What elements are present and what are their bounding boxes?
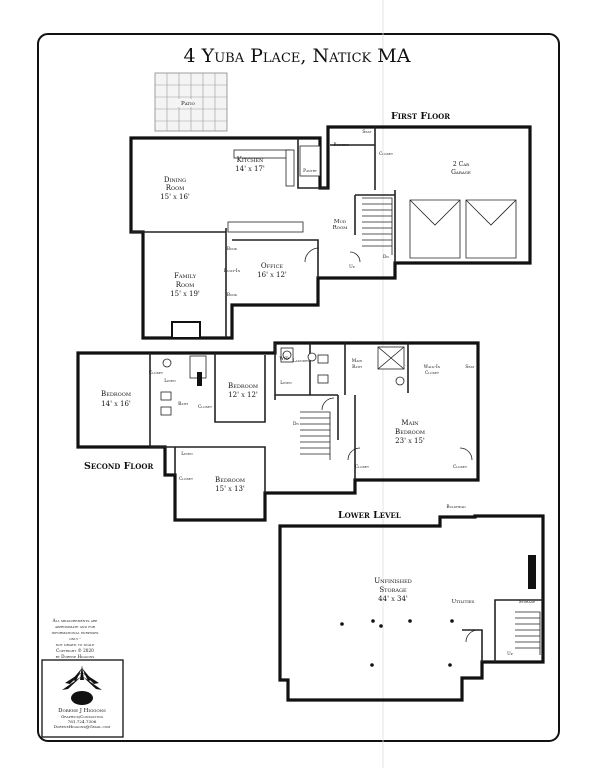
disclaimer-line-6: Copyright © 2020: [56, 648, 94, 653]
main-bath-label-2: Bath: [352, 365, 362, 370]
garage-label: 2 Car: [453, 161, 470, 168]
bulkhead-label: Bulkhead: [446, 505, 466, 510]
support-columns: [340, 619, 454, 667]
patio: Patio: [154, 72, 228, 132]
disclaimer-line-5: not drawn to scale: [56, 642, 95, 647]
walk-in-label-2: Closet: [425, 371, 439, 376]
disclaimer-line-3: informational purposes: [52, 630, 99, 635]
disclaimer-line-1: All measurements are: [52, 618, 98, 623]
up-label-lower: Up: [507, 652, 513, 657]
closet-label-b1: Closet: [149, 371, 163, 376]
wd-label: W/D: [279, 357, 289, 362]
book-label-1: Book: [227, 247, 238, 252]
bedroom3-label: Bedroom: [215, 476, 245, 484]
built-in-label: Built-In: [224, 269, 241, 274]
closet-label-mb1: Closet: [355, 465, 369, 470]
main-bedroom-label-2: Bedroom: [395, 428, 425, 436]
bedroom1-label: Bedroom: [101, 390, 131, 398]
designer-logo: Dorene J Higgons Graphics/Consulting 781…: [41, 659, 124, 738]
office-label: Office: [261, 262, 283, 270]
up-label-first: Up: [349, 265, 355, 270]
seat-label-second: Seat: [465, 365, 474, 370]
powder-label: Powder: [333, 143, 349, 148]
disclaimer-line-4: only -: [69, 636, 81, 641]
page-border: [37, 33, 560, 742]
closet-label-b3: Closet: [179, 477, 193, 482]
kitchen-label: Kitchen: [237, 156, 264, 164]
linen-label-2: Linen: [181, 452, 193, 457]
family-label-2: Room: [176, 281, 195, 289]
utilities-label: Utilities: [451, 599, 474, 605]
linen-label-3: Linen: [280, 381, 292, 386]
first-floor-label: First Floor: [391, 111, 450, 122]
dn-label-first: Dn: [383, 255, 389, 260]
linen-label-1: Linen: [164, 379, 176, 384]
bedroom3-size: 15' x 13': [215, 485, 245, 493]
logo-name: Dorene J Higgons: [58, 708, 106, 714]
bedroom2-size: 12' x 12': [228, 391, 258, 399]
kitchen-size: 14' x 17': [235, 165, 265, 173]
closet-label-mb2: Closet: [453, 465, 467, 470]
first-floor: First Floor Patio Kitchen 14' x 17' Dini…: [129, 72, 532, 340]
plan-title: 4 Yuba Place, Natick MA: [184, 45, 411, 67]
mud-room-label: Mud: [334, 219, 346, 225]
dining-label-2: Room: [166, 184, 185, 192]
main-bath-label: Main: [352, 359, 363, 364]
office-size: 16' x 12': [257, 271, 287, 279]
pineapple-icon: [62, 665, 102, 705]
lower-level-walls: [278, 514, 545, 702]
second-floor-label: Second Floor: [84, 461, 154, 472]
closet-label-first: Closet: [379, 152, 393, 157]
book-label-2: Book: [227, 293, 238, 298]
walk-in-label: Walk-In: [424, 365, 441, 370]
logo-email: DoreneHiggons@Gmail.com: [54, 724, 111, 729]
logo-phone: 781.724.7306: [68, 719, 97, 724]
family-label: Family: [174, 272, 197, 280]
closet-label-b2: Closet: [198, 405, 212, 410]
bedroom1-size: 14' x 16': [101, 400, 131, 408]
fireplace: [171, 321, 201, 339]
main-bedroom-size: 23' x 15': [395, 437, 425, 445]
bath-label: Bath: [178, 402, 188, 407]
lower-level: Lower Level Unfinished Storage 44' x 34'…: [278, 505, 545, 702]
mud-room-label-2: Room: [333, 225, 348, 231]
lower-level-wall-block: [528, 555, 536, 589]
bedroom2-label: Bedroom: [228, 382, 258, 390]
storage-main-size: 44' x 34': [378, 595, 408, 603]
dining-size: 15' x 16': [160, 193, 190, 201]
disclaimer-line-2: approximate and for: [54, 624, 96, 629]
dining-label: Dining: [164, 176, 186, 184]
second-floor: Second Floor Bedroom 14' x 16' Bedroom 1…: [76, 341, 480, 522]
patio-label: Patio: [181, 101, 196, 107]
storage-main-label: Unfinished: [374, 577, 412, 585]
logo-tagline: Graphics/Consulting: [61, 714, 104, 719]
garage-label-2: Garage: [451, 169, 471, 176]
storage-label: Storage: [519, 600, 535, 605]
disclaimer-line-7: by Dorene Higgons: [56, 654, 95, 659]
lower-level-label: Lower Level: [338, 510, 401, 521]
disclaimer: All measurements are approximate and for…: [52, 618, 99, 659]
storage-main-label-2: Storage: [379, 586, 407, 594]
dn-label-second: Dn: [293, 422, 299, 427]
main-bedroom-label: Main: [401, 419, 419, 427]
pantry-label: Pantry: [303, 169, 317, 174]
family-size: 15' x 19': [170, 290, 200, 298]
laundry-label: Laundry: [293, 359, 310, 364]
seat-label-first: Seat: [362, 130, 371, 135]
